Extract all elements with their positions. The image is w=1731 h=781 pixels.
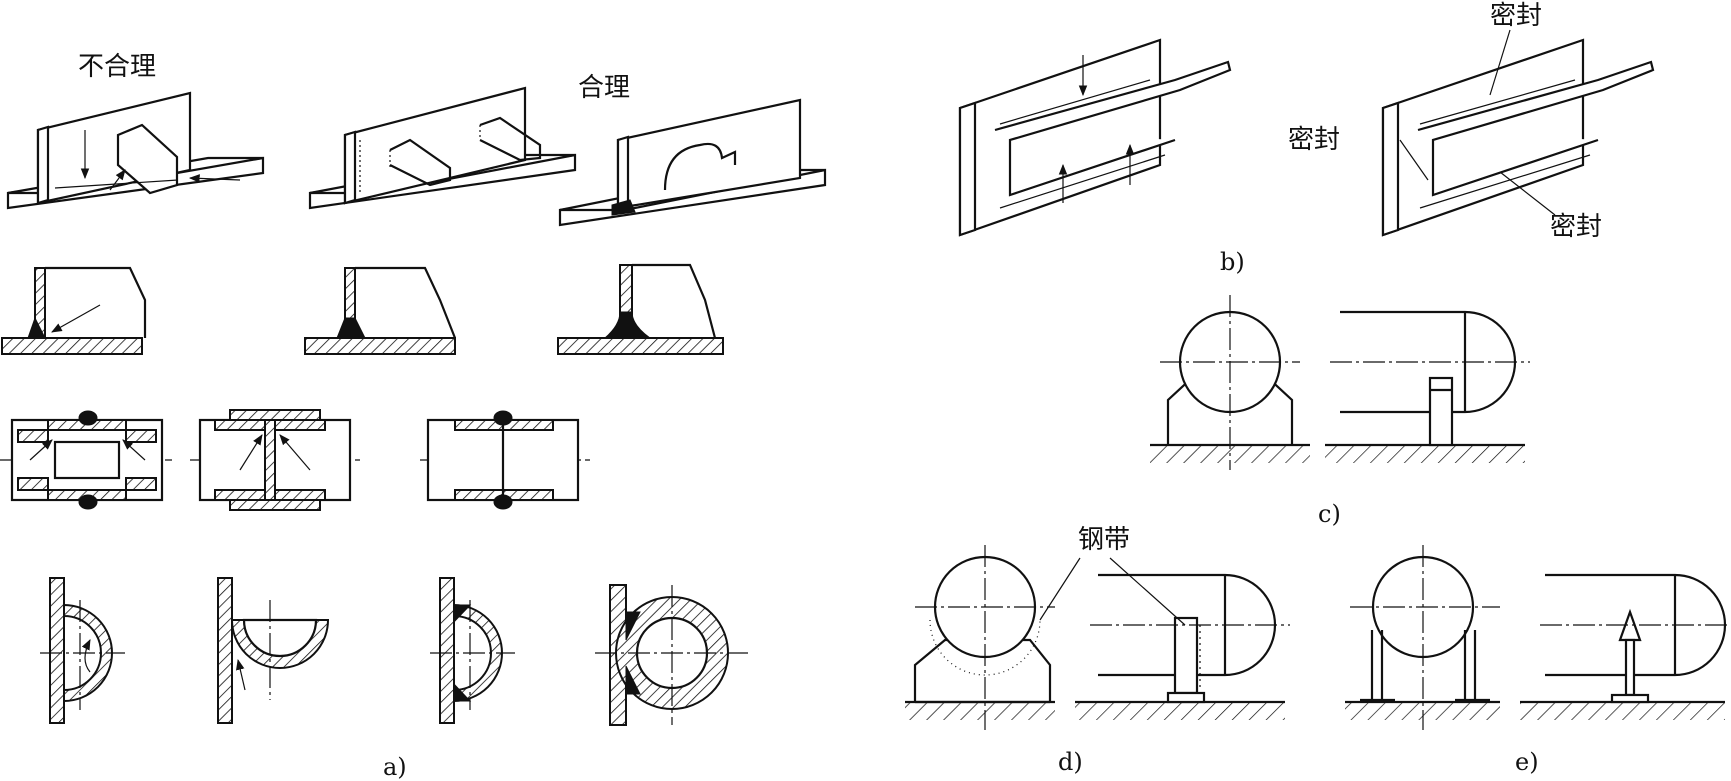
panel-a: 不合理 合理 <box>0 52 827 781</box>
label-seal-left: 密封 <box>1288 125 1340 155</box>
panel-e: e) <box>1345 545 1730 776</box>
t-joint-section-unreasonable <box>1 266 147 355</box>
label-unreasonable: 不合理 <box>78 52 156 82</box>
caption-b: b) <box>1220 248 1245 276</box>
t-joint-iso-unreasonable <box>6 91 265 210</box>
pipe-plate-section-1 <box>40 577 125 724</box>
pipe-plate-section-4 <box>595 584 748 726</box>
t-joint-section-fillet <box>304 266 457 355</box>
pipe-plate-section-2 <box>217 577 330 724</box>
panel-b: 密封 密封 密封 b) <box>958 1 1655 276</box>
stiffener-iso-1 <box>958 38 1232 237</box>
pipe-joint-plate <box>190 409 360 511</box>
caption-c: c) <box>1318 500 1341 528</box>
label-steel-band: 钢带 <box>1078 525 1130 555</box>
caption-a: a) <box>383 753 407 781</box>
t-joint-section-reasonable <box>557 263 724 355</box>
pipe-joint-butt <box>420 410 590 510</box>
t-joint-iso-scalloped <box>308 86 577 210</box>
panel-c: c) <box>1150 295 1530 528</box>
panel-d: 钢带 d) <box>905 525 1290 776</box>
label-seal-top: 密封 <box>1490 1 1542 31</box>
caption-d: d) <box>1058 748 1083 776</box>
label-reasonable: 合理 <box>578 73 630 103</box>
label-seal-bottom: 密封 <box>1550 212 1602 242</box>
caption-e: e) <box>1515 748 1539 776</box>
t-joint-iso-reasonable <box>558 98 827 227</box>
stiffener-iso-2 <box>1381 29 1655 237</box>
pipe-plate-section-3 <box>430 577 515 724</box>
pipe-joint-sleeve <box>0 410 172 510</box>
